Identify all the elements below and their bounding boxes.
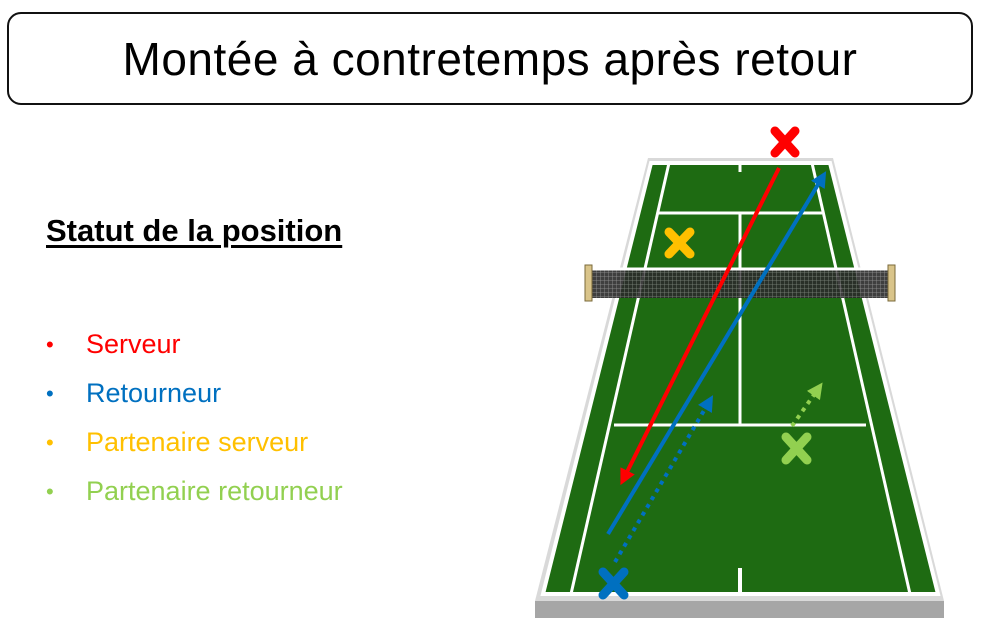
partenaire-retourneur-cross-icon xyxy=(781,432,812,465)
title-box: Montée à contretemps après retour xyxy=(7,12,973,105)
net-post-right xyxy=(887,264,896,302)
legend-heading: Statut de la position xyxy=(46,213,343,248)
legend-item-serveur: • Serveur xyxy=(46,320,343,369)
partenaire-serveur-cross-icon xyxy=(664,227,695,259)
legend-item-retourneur: • Retourneur xyxy=(46,369,343,418)
bullet-icon: • xyxy=(46,429,54,455)
bullet-icon: • xyxy=(46,478,54,504)
legend-list: • Serveur • Retourneur • Partenaire serv… xyxy=(46,320,343,516)
net xyxy=(584,264,896,302)
court-base xyxy=(535,601,944,618)
retourneur-shot-arrow xyxy=(606,171,827,536)
legend-item-partenaire-serveur: • Partenaire serveur xyxy=(46,418,343,467)
bullet-icon: • xyxy=(46,380,54,406)
retourneur-move-arrow xyxy=(613,395,714,564)
legend-item-partenaire-retourneur: • Partenaire retourneur xyxy=(46,467,343,516)
legend-label: Partenaire serveur xyxy=(86,427,309,457)
serveur-cross-icon xyxy=(770,126,800,158)
retourneur-cross-icon xyxy=(598,567,629,600)
partenaire-retourneur-move-arrow xyxy=(790,382,823,428)
legend-label: Serveur xyxy=(86,329,181,359)
serveur-shot-arrow xyxy=(620,167,781,486)
legend-label: Retourneur xyxy=(86,378,222,408)
page-title: Montée à contretemps après retour xyxy=(122,32,858,85)
net-post-left xyxy=(584,264,593,302)
legend-label: Partenaire retourneur xyxy=(86,476,343,506)
court-lines xyxy=(540,161,941,596)
tennis-court-diagram xyxy=(535,126,944,618)
bullet-icon: • xyxy=(46,331,54,357)
